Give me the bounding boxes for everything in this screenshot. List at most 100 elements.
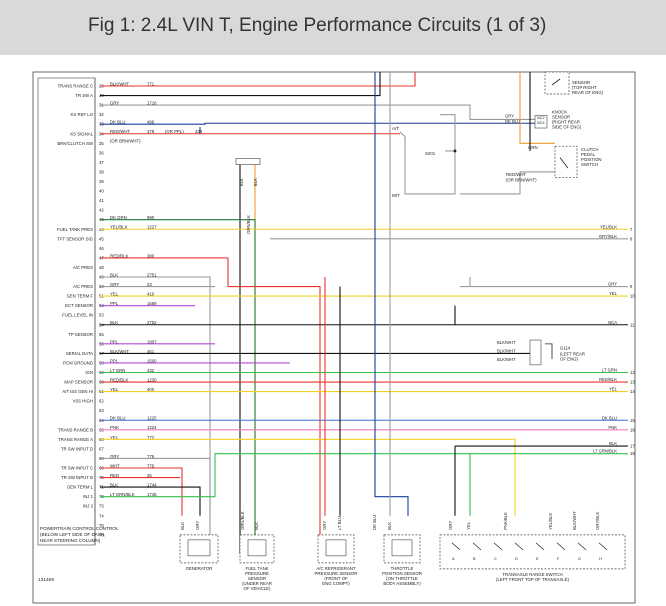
pcm-pin-label: IGN: [85, 370, 93, 375]
wire-at-mt: [399, 128, 456, 195]
component-label: PRESSURE SENSOR: [315, 571, 358, 576]
pcm-pin-label: TR SW A: [75, 93, 93, 98]
wire-throttle-dkblu: [374, 72, 409, 516]
component-label: ENG COMPT): [322, 581, 350, 586]
wire-color-label: YEL: [110, 387, 119, 392]
wire-color-label: BLK: [110, 272, 118, 277]
connector-wire-tag: PNK/BLK: [503, 512, 508, 530]
pcm-pin-label: SERIAL DATA: [66, 351, 93, 356]
wire-color-label: RED/WHT: [110, 129, 130, 134]
top-sensor-label: SENSOR: [572, 80, 590, 85]
wire-clutch-feed: [519, 72, 555, 144]
wire-circuit-label: 771: [147, 81, 155, 86]
wire-circuit-label: 2752: [147, 320, 157, 325]
component-inner: [187, 539, 211, 557]
pcm-pin-label: GEN TERM F: [67, 294, 94, 299]
connector-wire-tag: LT BLU: [337, 516, 342, 530]
component-box: [439, 534, 626, 570]
diagram-id: 131469: [38, 577, 54, 583]
ground-wire-label: BLK/WHT: [497, 340, 516, 345]
pcm-pin-label: FUEL TANK PRES: [57, 227, 93, 232]
top-sensor-label: REAR OF ENG): [572, 90, 604, 95]
wire-color-label: YEL/BLK: [110, 225, 128, 230]
component-box: [317, 534, 355, 564]
top-sensor-box: [544, 71, 570, 95]
pcm-pin-label: TFT SENSOR SIG: [57, 236, 93, 241]
connector-wire-tag: GRY: [195, 521, 200, 530]
vertical-wire-label: ORN/BLK: [246, 215, 251, 234]
clutch-switch-box: [554, 145, 578, 179]
connector-wire-tag: BLK: [387, 522, 392, 530]
clutch-switch-label: SWITCH: [581, 162, 598, 167]
knock-wire-label: DK BLU: [505, 119, 520, 124]
ground-sub-label: (LEFT REAR: [560, 351, 585, 356]
connector-wire-tag: BLK: [254, 522, 259, 530]
component-box: [179, 534, 219, 564]
pcm-pin-label: INJ 1: [83, 494, 94, 499]
pcm-pin-number: 45: [99, 236, 104, 241]
wire-color-label: RED/BLK: [110, 377, 129, 382]
wire-color-label: GRY: [110, 101, 119, 106]
connector-wire-tag: GRY: [322, 521, 327, 530]
connector-wire-tag: DK BLU: [372, 515, 377, 530]
component-label: POSITION SENSOR: [382, 571, 422, 576]
knock-wire-label: GRY: [505, 114, 514, 119]
wire-color-label: LT GRN: [110, 368, 125, 373]
right-wire-number: 9: [630, 284, 633, 289]
wire-tr-sw-d: [100, 438, 516, 516]
pcm-pin-number: 48: [99, 265, 104, 270]
wire-circuit-label: 1745: [147, 492, 157, 497]
ground-label: G114: [560, 346, 571, 351]
right-wire-label: GRY: [608, 282, 617, 287]
wire-clutch-return: [460, 171, 555, 195]
figure-title: Fig 1: 2.4L VIN T, Engine Performance Ci…: [88, 15, 547, 36]
pcm-pin-label: BRK/CLUTCH SW: [57, 141, 94, 146]
component-inner: [325, 539, 347, 557]
right-wire-label: YEL: [609, 291, 618, 296]
clutch-switch-label: PEDAL: [581, 152, 596, 157]
wire-color-label: RED: [110, 473, 119, 478]
top-sensor-label: (TOP RIGHT: [572, 85, 597, 90]
connector-wire-tag: GRY: [448, 521, 453, 530]
pcm-pin-number: 63: [99, 408, 104, 413]
pcm-pin-label: A/C PRES: [73, 265, 93, 270]
switch-contact: [556, 542, 566, 551]
right-wire-number: 8: [630, 236, 633, 241]
wire-circuit-label: 410: [147, 292, 155, 297]
pcm-pin-number: 74: [99, 513, 104, 518]
right-wire-number: 11: [630, 322, 635, 327]
component-label: (FRONT OF: [324, 576, 348, 581]
right-wire-number: 13: [630, 380, 635, 385]
wire-color-label: YEL: [110, 292, 119, 297]
connector-wire-tag: ORN/BLK: [240, 511, 245, 530]
ground-wire-label: BLK/WHT: [497, 348, 516, 353]
wire-circuit-label: 1589: [147, 301, 157, 306]
component-label: (UNDER REAR: [242, 581, 272, 586]
pcm-pin-label: TRANS RANGE B: [58, 427, 93, 432]
knock-sensor-label: SIDE OF ENG): [552, 125, 582, 130]
right-wire-label: LT GRN: [602, 368, 617, 373]
pcm-caption-2: (BELOW LEFT SIDE OF DASH,: [40, 532, 106, 537]
pcm-pin-number: 38: [99, 169, 104, 174]
component-box: [239, 534, 275, 564]
connector-pin-label: G: [578, 557, 581, 561]
knock-sensor-connector: [534, 115, 548, 129]
connector-pin-label: F: [557, 557, 560, 561]
pcm-pin-label: GEN TERM L: [67, 485, 94, 490]
pcm-pin-label: FUEL LEVEL IN: [62, 313, 93, 318]
top-sensor-symbol: [551, 78, 561, 86]
right-wire-number: 18: [630, 451, 635, 456]
wire-circuit-label: 775: [147, 463, 155, 468]
pcm-pin-number: 55: [99, 332, 104, 337]
connector-wire-tag: GRY/BLK: [595, 512, 600, 530]
component-label: THROTTLE: [391, 566, 414, 571]
pcm-pin-number: 35: [99, 141, 104, 146]
wire-color-label: BLK/WHT: [110, 81, 129, 86]
connector-pin-label: H: [599, 557, 602, 561]
pcm-pin-number: 39: [99, 179, 104, 184]
connector-pin-label: D: [515, 557, 518, 561]
ground-wire-label: BLK/WHT: [497, 357, 516, 362]
pcm-pin-label: KS REF LO: [71, 112, 94, 117]
